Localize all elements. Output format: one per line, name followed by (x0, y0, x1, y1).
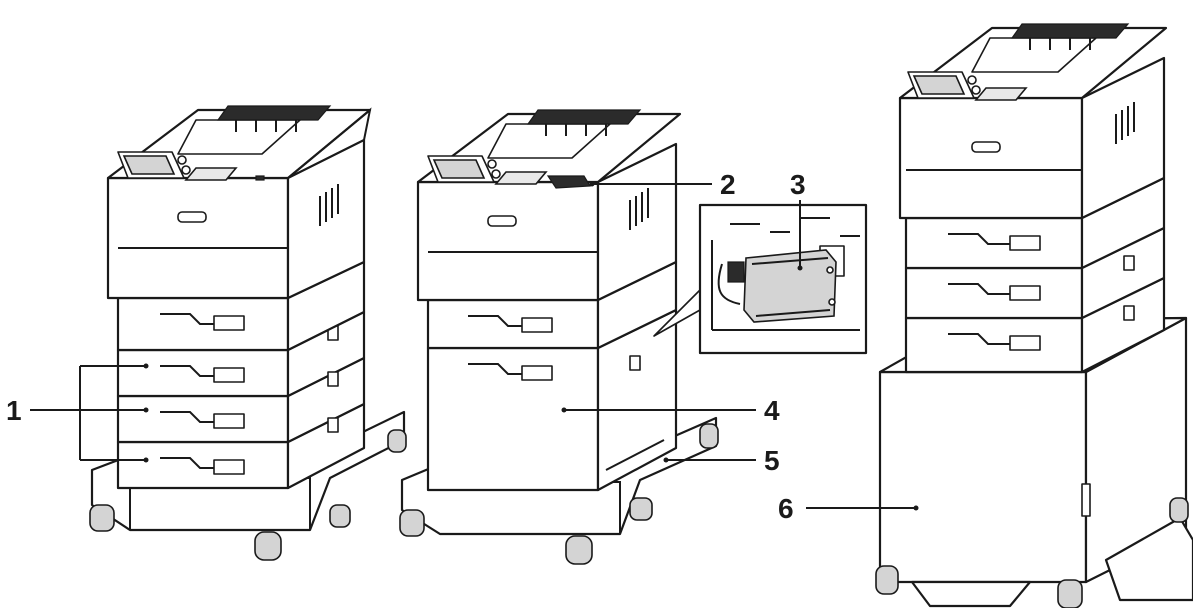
printer-a-with-three-trays (89, 105, 407, 561)
callout-6-label: 6 (778, 493, 794, 524)
callout-4-label: 4 (764, 395, 780, 426)
callout-3-label: 3 (790, 169, 806, 200)
wireless-network-adapter-inset (698, 203, 868, 355)
callout-1-label: 1 (6, 395, 22, 426)
callout-2-label: 2 (720, 169, 736, 200)
printer-a-optional-trays (116, 310, 366, 490)
printer-b-with-high-capacity-feeder (399, 109, 719, 565)
callout-leader-lines (30, 181, 919, 511)
printer-c-on-cabinet (875, 23, 1193, 608)
wireless-adapter-dongle (546, 175, 592, 189)
callout-5-label: 5 (764, 445, 780, 476)
